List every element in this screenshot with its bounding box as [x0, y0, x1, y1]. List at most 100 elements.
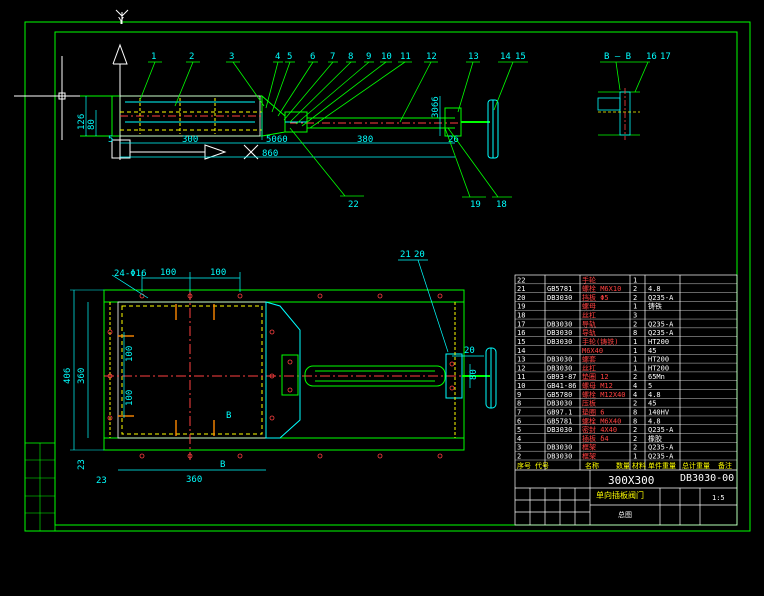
bom-cell-no: 18 [517, 312, 525, 320]
bom-cell-mat: 4.8 [648, 285, 661, 293]
bom-cell-mat: 140HV [648, 408, 670, 416]
bom-cell-name: 插板 δ4 [582, 434, 609, 443]
dim-23-a: 23 [77, 459, 87, 470]
dim-100-v2: 100 [125, 390, 135, 406]
dim-20: 20 [464, 346, 475, 356]
bom-cell-code: GB93-87 [547, 373, 577, 381]
bom-cell-name: 螺栓 M6X10 [582, 284, 621, 293]
bom-cell-qty: 1 [633, 347, 637, 355]
bom-cell-code: DB3030 [547, 444, 572, 452]
bom-cell-mat: Q235-A [648, 329, 674, 337]
bom-cell-name: 螺母 [582, 302, 596, 311]
bom-header-code: 代号 [535, 461, 549, 470]
bom-cell-name: 丝杠 [582, 363, 596, 372]
bom-header: 序号 代号 名称 数量 材料 单件重量 总计重量 备注 [517, 461, 732, 470]
elevation-view [80, 94, 499, 159]
bom-cell-mat: 45 [648, 400, 656, 408]
bom-cell-no: 11 [517, 373, 525, 381]
bom-cell-code: DB3030 [547, 356, 572, 364]
bom-cell-code: GB41-86 [547, 382, 577, 390]
bom-cell-code: GB5781 [547, 417, 572, 425]
bom-header-qty: 数量 [616, 461, 630, 470]
bom-cell-name: 螺栓 M12X40 [582, 390, 626, 399]
callout-11: 11 [400, 52, 411, 62]
bom-cell-qty: 8 [633, 329, 637, 337]
callout-5: 5 [287, 52, 292, 62]
callout-22: 22 [348, 200, 359, 210]
bom-cell-no: 10 [517, 382, 525, 390]
bom-cell-mat: Q235-A [648, 453, 674, 461]
bom-cell-name: M6X40 [582, 347, 603, 355]
bom-cell-qty: 1 [633, 276, 637, 284]
bom-header-total-wt: 总计重量 [682, 461, 710, 470]
dim-80-v: 80 [469, 369, 479, 380]
elevation-dimensions [85, 96, 455, 158]
bom-cell-no: 6 [517, 417, 521, 425]
bom-cell-code: GB97.1 [547, 408, 572, 416]
dim-23-b: 23 [96, 476, 107, 486]
bolt-holes [107, 293, 455, 459]
bom-cell-name: 螺栓 M6X40 [582, 416, 621, 425]
callout-2: 2 [189, 52, 194, 62]
callout-14: 14 [500, 52, 511, 62]
bom-cell-code: DB3030 [547, 400, 572, 408]
bom-cell-code: DB3030 [547, 338, 572, 346]
bom-cell-no: 9 [517, 391, 521, 399]
callout-21: 21 [400, 250, 411, 260]
bom-cell-code: DB3030 [547, 329, 572, 337]
bom-cell-mat: 45 [648, 347, 656, 355]
bom-cell-mat: 铸铁 [648, 302, 662, 311]
bom-cell-code: DB3030 [547, 364, 572, 372]
bom-cell-mat: HT200 [648, 356, 669, 364]
bom-cell-no: 2 [517, 453, 521, 461]
bom-cell-code: DB3030 [547, 320, 572, 328]
callout-16: 16 [646, 52, 657, 62]
bom-cell-no: 7 [517, 408, 521, 416]
plan-view [70, 289, 497, 460]
bom-cell-code: GB5780 [547, 391, 572, 399]
dim-380: 380 [357, 135, 373, 145]
callout-10: 10 [381, 52, 392, 62]
bom-cell-no: 15 [517, 338, 525, 346]
bom-cell-no: 12 [517, 364, 525, 372]
dim-300: 300 [182, 135, 198, 145]
bom-cell-mat: Q235-A [648, 426, 674, 434]
bom-cell-name: 导轨 [582, 319, 596, 328]
bom-cell-no: 17 [517, 320, 525, 328]
callout-7: 7 [330, 52, 335, 62]
bom-header-name: 名称 [585, 461, 599, 470]
callout-20: 20 [414, 250, 425, 260]
callout-1: 1 [151, 52, 156, 62]
dim-5: 5 [108, 135, 113, 145]
bom-cell-no: 22 [517, 276, 525, 284]
bom-cell-qty: 8 [633, 408, 637, 416]
bom-cell-mat: Q235-A [648, 294, 674, 302]
bom-cell-no: 13 [517, 356, 525, 364]
plan-dimensions [73, 259, 484, 471]
bom-cell-mat: HT200 [648, 364, 669, 372]
dim-360-v: 360 [77, 368, 87, 384]
dim-26: 26 [448, 135, 459, 145]
bom-cell-name: 丝杠 [582, 311, 596, 320]
bom-cell-no: 8 [517, 400, 521, 408]
bom-cell-no: 16 [517, 329, 525, 337]
callout-4: 4 [275, 52, 280, 62]
bom-cell-qty: 4 [633, 391, 637, 399]
bom-header-mat: 材料 [632, 461, 646, 470]
bom-cell-code: GB5781 [547, 285, 572, 293]
bom-cell-name: 压板 [582, 399, 596, 408]
dim-3066: 3066 [431, 96, 441, 118]
bom-cell-mat: Q235-A [648, 320, 674, 328]
bom-cell-qty: 2 [633, 435, 637, 443]
drawing-number: DB3030-00 [680, 473, 734, 484]
bom-cell-name: 垫圈 6 [582, 407, 604, 416]
bom-header-no: 序号 [517, 461, 531, 470]
bom-cell-qty: 2 [633, 285, 637, 293]
bom-cell-name: 螺套 [582, 355, 596, 364]
bom-cell-qty: 1 [633, 364, 637, 372]
dim-860: 860 [262, 149, 278, 159]
sheet-name: 总图 [618, 510, 632, 519]
section-mark-b2: B [220, 460, 225, 470]
